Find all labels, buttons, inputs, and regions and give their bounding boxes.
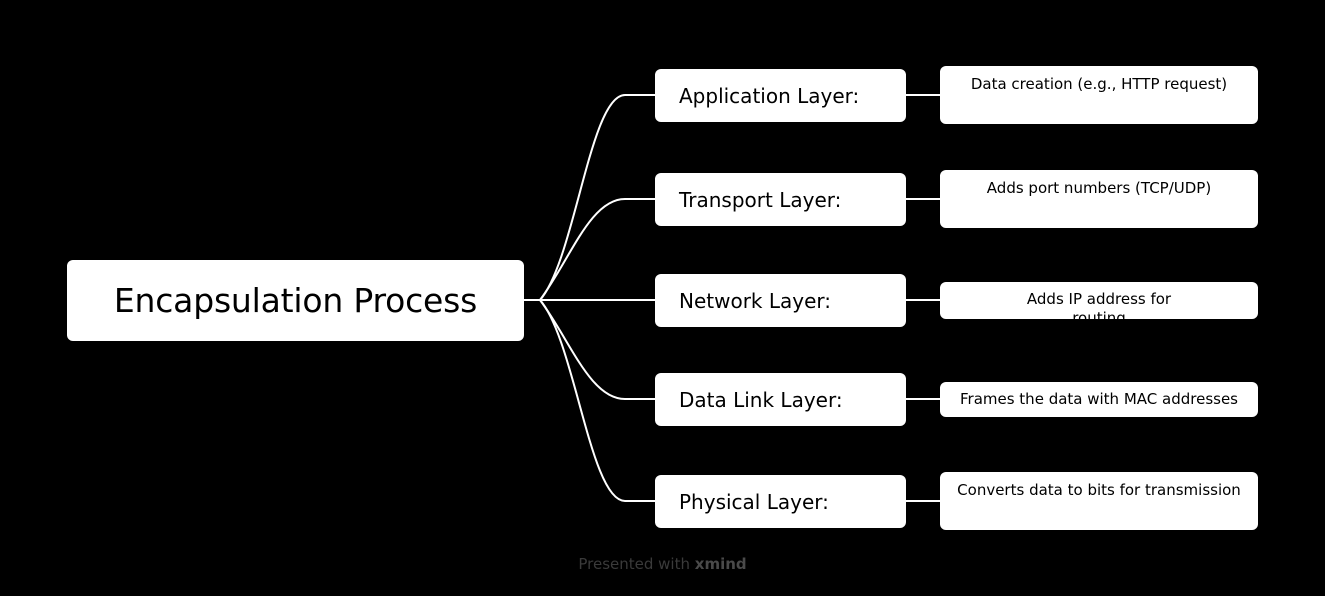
network-description-text: Adds IP address for routing <box>1026 290 1172 327</box>
subtopic-application-description[interactable]: Data creation (e.g., HTTP request) <box>940 66 1258 124</box>
footer-prefix: Presented with <box>578 555 690 573</box>
topic-application-layer[interactable]: Application Layer: <box>655 69 906 122</box>
topic-network-layer[interactable]: Network Layer: <box>655 274 906 327</box>
connector-root-application <box>524 94 655 301</box>
xmind-brand: xmind <box>694 555 747 573</box>
topic-transport-layer[interactable]: Transport Layer: <box>655 173 906 226</box>
connector-root-datalink <box>524 299 655 400</box>
subtopic-transport-description[interactable]: Adds port numbers (TCP/UDP) <box>940 170 1258 228</box>
topic-physical-layer[interactable]: Physical Layer: <box>655 475 906 528</box>
subtopic-data-link-description[interactable]: Frames the data with MAC addresses <box>940 382 1258 417</box>
connector-root-physical <box>524 299 655 502</box>
subtopic-physical-description[interactable]: Converts data to bits for transmission <box>940 472 1258 530</box>
topic-data-link-layer[interactable]: Data Link Layer: <box>655 373 906 426</box>
subtopic-network-description[interactable]: Adds IP address for routing <box>940 282 1258 327</box>
presented-with-footer: Presented with xmind <box>0 555 1325 573</box>
root-topic[interactable]: Encapsulation Process <box>67 260 524 341</box>
connector-root-transport <box>524 198 655 301</box>
